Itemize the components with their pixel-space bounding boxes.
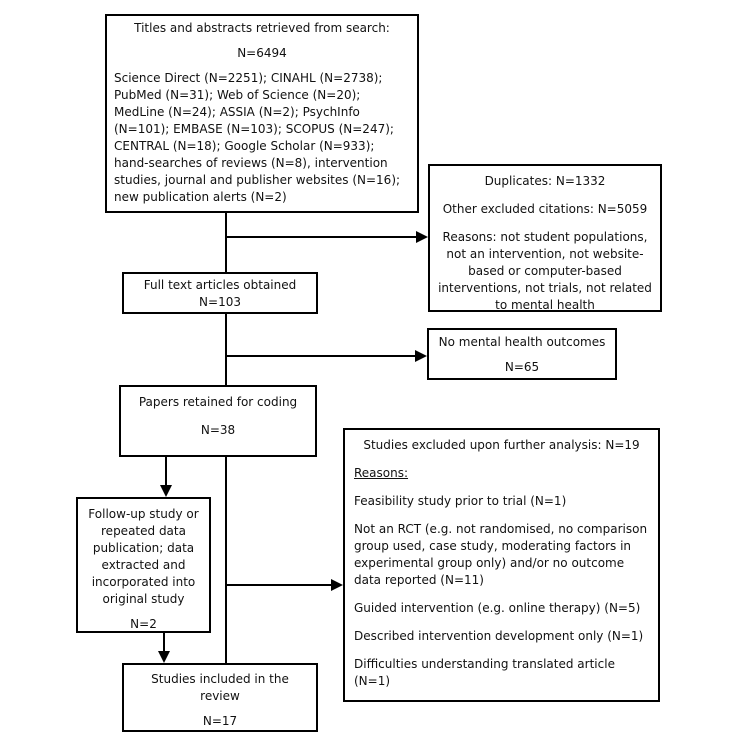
no-mh-count: N=65 — [504, 360, 540, 374]
connector-coding-to-included — [225, 457, 227, 663]
box-papers-retained: Papers retained for coding N=38 — [119, 385, 317, 457]
arrowhead-followup-icon — [160, 485, 172, 497]
arrowhead-no-mh-icon — [415, 350, 427, 362]
no-mh-title: No mental health outcomes — [438, 335, 606, 349]
connector-to-excluded — [226, 584, 331, 586]
excluded-reasons-label: Reasons: — [354, 466, 409, 480]
included-count: N=17 — [202, 714, 238, 728]
box-fulltext-obtained: Full text articles obtained N=103 — [122, 272, 318, 314]
fulltext-count: N=103 — [199, 295, 241, 309]
connector-to-no-mh — [226, 355, 415, 357]
box-studies-excluded: Studies excluded upon further analysis: … — [343, 428, 660, 702]
box-duplicates-excluded: Duplicates: N=1332 Other excluded citati… — [428, 164, 662, 312]
exclusion-reasons: Reasons: not student populations, not an… — [438, 230, 652, 312]
other-excluded-count: Other excluded citations: N=5059 — [442, 202, 648, 216]
excluded-title: Studies excluded upon further analysis: … — [363, 438, 640, 452]
excluded-reason-2: Not an RCT (e.g. not randomised, no comp… — [354, 522, 648, 587]
arrowhead-excluded-icon — [331, 579, 343, 591]
connector-fulltext-to-coding — [225, 314, 227, 385]
included-title: Studies included in the review — [151, 672, 289, 703]
box-followup-study: Follow-up study or repeated data publica… — [76, 497, 211, 633]
excluded-reason-1: Feasibility study prior to trial (N=1) — [354, 494, 567, 508]
coding-title: Papers retained for coding — [138, 395, 298, 409]
connector-to-duplicates — [226, 236, 416, 238]
arrowhead-duplicates-icon — [416, 231, 428, 243]
connector-followup-to-included — [163, 633, 165, 652]
search-count: N=6494 — [237, 46, 287, 60]
connector-search-to-fulltext — [225, 213, 227, 272]
search-sources: Science Direct (N=2251); CINAHL (N=2738)… — [114, 71, 401, 204]
duplicates-count: Duplicates: N=1332 — [484, 174, 606, 188]
box-no-mh-outcomes: No mental health outcomes N=65 — [427, 328, 617, 380]
box-search-results: Titles and abstracts retrieved from sear… — [105, 14, 419, 213]
coding-count: N=38 — [200, 423, 236, 437]
search-title: Titles and abstracts retrieved from sear… — [134, 21, 390, 35]
excluded-reason-3: Guided intervention (e.g. online therapy… — [354, 601, 641, 615]
excluded-reason-5: Difficulties understanding translated ar… — [354, 657, 615, 688]
fulltext-title: Full text articles obtained — [143, 278, 297, 292]
box-studies-included: Studies included in the review N=17 — [122, 663, 318, 732]
excluded-reason-4: Described intervention development only … — [354, 629, 644, 643]
followup-title: Follow-up study or repeated data publica… — [88, 507, 199, 606]
connector-coding-to-followup — [165, 457, 167, 486]
followup-count: N=2 — [130, 617, 157, 631]
arrowhead-included-icon — [158, 651, 170, 663]
